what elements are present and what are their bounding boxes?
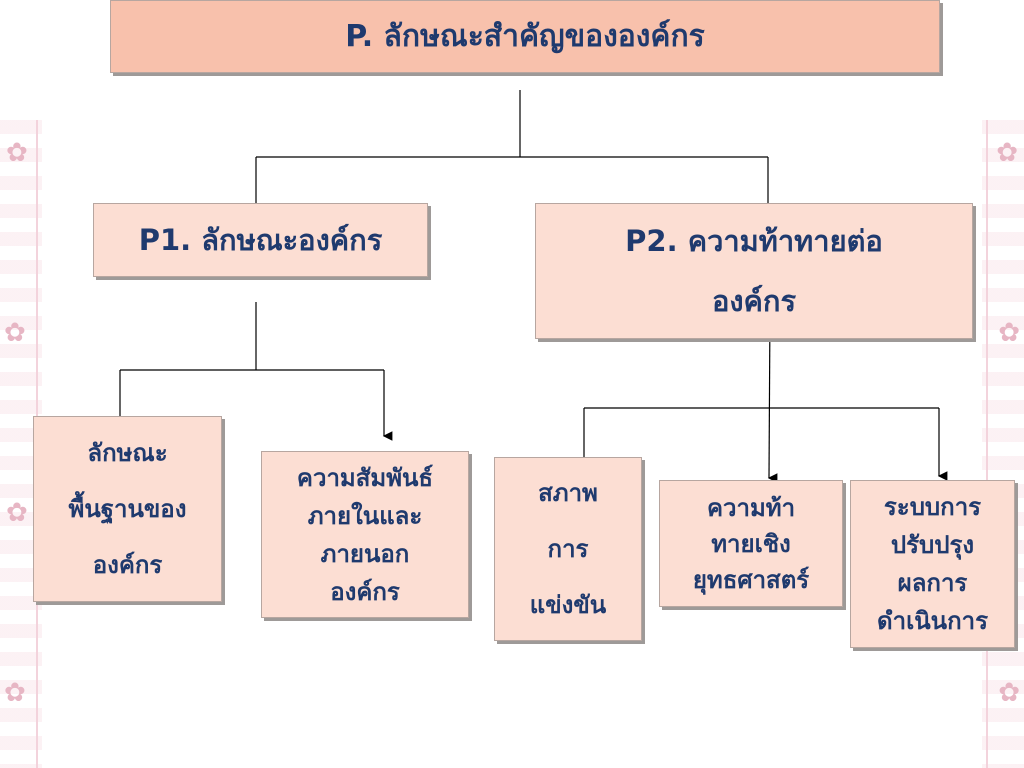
strategic-challenges-label: ความท้า ทายเชิง ยุทธศาสตร์ bbox=[692, 493, 810, 594]
flower-icon: ✿ bbox=[6, 498, 28, 528]
right-decorative-strip bbox=[982, 120, 1024, 768]
flower-icon: ✿ bbox=[996, 138, 1018, 168]
strategic-challenges-box: ความท้า ทายเชิง ยุทธศาสตร์ bbox=[659, 480, 843, 607]
flower-icon: ✿ bbox=[998, 678, 1020, 708]
competition-box: สภาพ การ แข่งขัน bbox=[494, 457, 642, 641]
flower-icon: ✿ bbox=[6, 138, 28, 168]
p1-box: P1. ลักษณะองค์กร bbox=[93, 203, 428, 277]
relationships-box: ความสัมพันธ์ ภายในและ ภายนอก องค์กร bbox=[261, 451, 469, 618]
p2-box: P2. ความท้าทายต่อ องค์กร bbox=[535, 203, 973, 339]
basic-characteristics-box: ลักษณะ พื้นฐานของ องค์กร bbox=[33, 416, 222, 602]
basic-characteristics-label: ลักษณะ พื้นฐานของ องค์กร bbox=[68, 439, 187, 579]
root-label: P. ลักษณะสำคัญขององค์กร bbox=[345, 19, 705, 54]
flower-icon: ✿ bbox=[4, 318, 26, 348]
p2-label: P2. ความท้าทายต่อ องค์กร bbox=[625, 224, 883, 318]
relationships-label: ความสัมพันธ์ ภายในและ ภายนอก องค์กร bbox=[296, 463, 434, 606]
flower-icon: ✿ bbox=[4, 678, 26, 708]
right-decorative-rule bbox=[986, 120, 988, 768]
p1-label: P1. ลักษณะองค์กร bbox=[138, 223, 383, 257]
root-box: P. ลักษณะสำคัญขององค์กร bbox=[110, 0, 940, 73]
performance-improvement-label: ระบบการ ปรับปรุง ผลการ ดำเนินการ bbox=[877, 493, 988, 635]
competition-label: สภาพ การ แข่งขัน bbox=[529, 479, 607, 619]
flower-icon: ✿ bbox=[998, 318, 1020, 348]
performance-improvement-box: ระบบการ ปรับปรุง ผลการ ดำเนินการ bbox=[850, 480, 1015, 648]
